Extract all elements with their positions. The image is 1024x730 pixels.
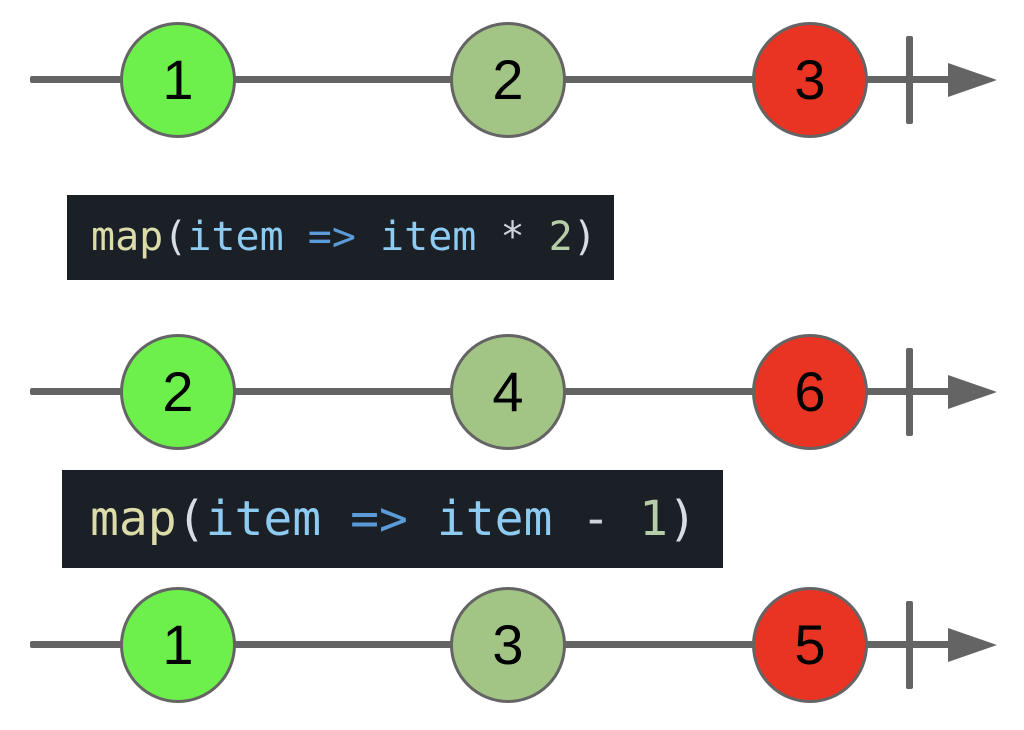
code-token: item (205, 491, 322, 547)
code-token: 1 (639, 491, 669, 547)
code-token (356, 214, 380, 260)
code-token: ( (176, 491, 206, 547)
arrowhead-icon (948, 628, 997, 662)
code-token (284, 214, 308, 260)
marble-value: 2 (492, 48, 524, 111)
code-token (408, 491, 437, 547)
marble-value: 3 (794, 48, 826, 111)
code-block-map-subtract: map(item => item - 1) (62, 470, 723, 568)
marble-sage: 4 (450, 334, 566, 450)
code-token: 2 (548, 214, 573, 260)
marble-green: 1 (120, 22, 236, 138)
code-token (525, 214, 549, 260)
marble-green: 2 (120, 334, 236, 450)
code-token: ) (572, 214, 597, 260)
timeline-after-multiply: 2 4 6 (0, 327, 1024, 457)
code-token: map (91, 214, 164, 260)
marble-value: 5 (794, 613, 826, 676)
marble-value: 6 (794, 360, 826, 423)
code-token (321, 491, 350, 547)
arrowhead-icon (948, 375, 997, 409)
arrowhead-icon (948, 63, 997, 97)
code-token: ) (668, 491, 697, 547)
marble-value: 1 (162, 48, 194, 111)
marble-sage: 3 (450, 587, 566, 703)
marble-value: 1 (162, 613, 194, 676)
code-token: => (350, 491, 408, 547)
code-token: item (380, 214, 477, 260)
code-token: map (90, 491, 177, 547)
completion-tick (906, 36, 913, 124)
marble-red: 6 (752, 334, 868, 450)
marble-green: 1 (120, 587, 236, 703)
code-token: item (187, 214, 284, 260)
code-token: item (436, 491, 553, 547)
code-token: ( (163, 214, 188, 260)
marble-value: 4 (492, 360, 524, 423)
code-token: => (307, 214, 356, 260)
code-token: - (581, 491, 611, 547)
completion-tick (906, 601, 913, 689)
code-block-map-multiply: map(item => item * 2) (67, 195, 614, 280)
marble-sage: 2 (450, 22, 566, 138)
code-token (552, 491, 581, 547)
marble-red: 5 (752, 587, 868, 703)
code-token (476, 214, 500, 260)
marble-value: 3 (492, 613, 524, 676)
code-token (610, 491, 639, 547)
timeline-after-subtract: 1 3 5 (0, 580, 1024, 710)
completion-tick (906, 348, 913, 436)
code-token: * (500, 214, 525, 260)
marble-red: 3 (752, 22, 868, 138)
timeline-input-stream: 1 2 3 (0, 15, 1024, 145)
marble-value: 2 (162, 360, 194, 423)
